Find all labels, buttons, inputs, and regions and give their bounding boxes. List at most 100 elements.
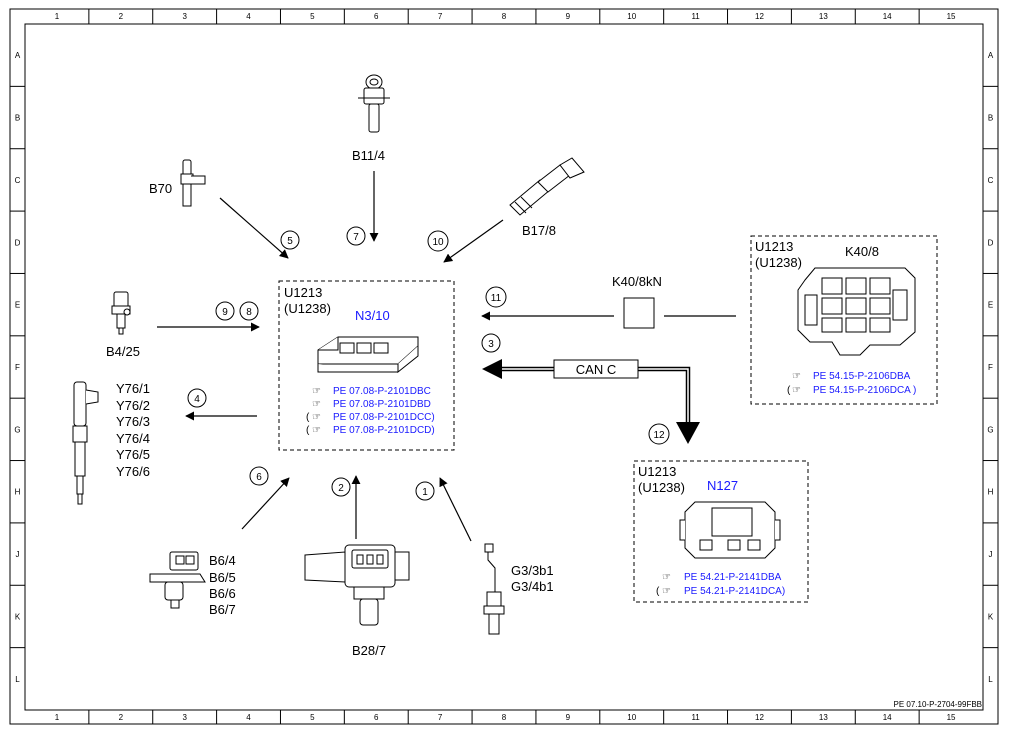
b28-7-label: B28/7 — [352, 643, 386, 658]
fusebox-code1: U1213 — [755, 239, 793, 254]
svg-text:G3/4b1: G3/4b1 — [511, 579, 554, 594]
grid-label: 14 — [883, 713, 892, 722]
grid-label: 15 — [947, 713, 956, 722]
hand-icon: ☞ — [662, 586, 671, 597]
svg-text:Y76/3: Y76/3 — [116, 414, 150, 429]
hand-icon: ☞ — [662, 572, 671, 583]
svg-text:Y76/6: Y76/6 — [116, 464, 150, 479]
grid-label: 13 — [819, 713, 828, 722]
b4-25-sensor-drawing — [111, 291, 131, 335]
callout-5: 5 — [280, 230, 300, 250]
grid-label: 3 — [182, 713, 187, 722]
grid-label: 5 — [310, 12, 315, 21]
transmission-ctrl-name: N127 — [707, 478, 738, 493]
grid-label: 1 — [55, 12, 60, 21]
grid-label: 2 — [119, 12, 124, 21]
document-code: PE 07.10-P-2704-99FBB — [894, 700, 983, 709]
grid-label: K — [15, 612, 21, 621]
callout-9: 9 — [215, 301, 235, 321]
svg-text:(: ( — [656, 586, 660, 597]
transmission-ctrl-ref[interactable]: PE 54.21-P-2141DBA — [684, 572, 782, 583]
grid-label: 4 — [246, 713, 251, 722]
hand-icon: ☞ — [792, 385, 801, 396]
svg-text:6: 6 — [256, 472, 262, 483]
callout-8: 8 — [239, 301, 259, 321]
grid-label: E — [15, 301, 20, 310]
fusebox-refs: ☞ PE 54.15-P-2106DBA ( ☞ PE 54.15-P-2106… — [787, 371, 916, 396]
svg-text:Y76/4: Y76/4 — [116, 431, 150, 446]
callout-12: 12 — [648, 423, 670, 445]
grid-label: B — [15, 114, 20, 123]
svg-text:B6/7: B6/7 — [209, 602, 236, 617]
grid-label: 1 — [55, 713, 60, 722]
fusebox-ref[interactable]: PE 54.15-P-2106DBA — [813, 371, 911, 382]
callout-2: 2 — [331, 477, 351, 497]
hand-icon: ☞ — [312, 386, 321, 397]
fusebox-drawing — [797, 267, 916, 356]
hand-icon: ☞ — [312, 425, 321, 436]
grid-ticks — [10, 9, 998, 724]
grid-label: C — [15, 176, 21, 185]
b11-4-label: B11/4 — [352, 148, 385, 163]
transmission-ctrl-ref[interactable]: PE 54.21-P-2141DCA) — [684, 586, 785, 597]
fusebox-ref[interactable]: PE 54.15-P-2106DCA ) — [813, 385, 916, 396]
fusebox-name: K40/8 — [845, 244, 879, 259]
callout-3: 3 — [481, 333, 501, 353]
grid-label: G — [14, 425, 20, 434]
grid-label: 10 — [627, 12, 636, 21]
ecu-ref[interactable]: PE 07.08-P-2101DCC) — [333, 412, 435, 423]
grid-label: 13 — [819, 12, 828, 21]
callout-10: 10 — [427, 230, 449, 252]
grid-label: 12 — [755, 713, 764, 722]
arrow-1 — [439, 477, 472, 542]
grid-label: A — [988, 51, 994, 60]
svg-text:9: 9 — [222, 307, 228, 318]
grid-label: 12 — [755, 12, 764, 21]
grid-label: L — [15, 675, 20, 684]
svg-text:(: ( — [306, 425, 310, 436]
b11-4-sensor-drawing — [358, 74, 390, 133]
ecu-ref[interactable]: PE 07.08-P-2101DBD — [333, 399, 431, 410]
grid-label: 6 — [374, 12, 379, 21]
grid-label: B — [988, 114, 993, 123]
svg-text:Y76/1: Y76/1 — [116, 381, 150, 396]
hand-icon: ☞ — [312, 399, 321, 410]
hand-icon: ☞ — [792, 371, 801, 382]
svg-text:3: 3 — [488, 339, 494, 350]
grid-label: 6 — [374, 713, 379, 722]
transmission-ctrl-box — [633, 460, 809, 603]
grid-label: 9 — [566, 713, 571, 722]
fusebox-box — [750, 235, 938, 405]
b6-sensor-drawing — [149, 551, 206, 609]
svg-text:10: 10 — [432, 237, 444, 248]
y76-labels: Y76/1 Y76/2 Y76/3 Y76/4 Y76/5 Y76/6 — [116, 381, 150, 479]
fusebox-code2: (U1238) — [755, 255, 802, 270]
grid-label: 9 — [566, 12, 571, 21]
svg-text:G3/3b1: G3/3b1 — [511, 563, 554, 578]
b70-label: B70 — [149, 181, 172, 196]
ecu-drawing — [317, 336, 419, 374]
ecu-ref[interactable]: PE 07.08-P-2101DBC — [333, 386, 431, 397]
g3-sensor-drawing — [483, 543, 505, 635]
ecu-ref[interactable]: PE 07.08-P-2101DCD) — [333, 425, 435, 436]
grid-label: D — [988, 238, 994, 247]
grid-label: L — [988, 675, 993, 684]
grid-label: 11 — [691, 12, 700, 21]
grid-labels: 1122334455667788991010111112121313141415… — [14, 12, 993, 722]
svg-text:B6/6: B6/6 — [209, 586, 236, 601]
b4-25-label: B4/25 — [106, 344, 140, 359]
grid-label: E — [988, 301, 993, 310]
svg-text:B6/5: B6/5 — [209, 570, 236, 585]
callout-7: 7 — [346, 226, 366, 246]
grid-label: 3 — [182, 12, 187, 21]
b17-8-label: B17/8 — [522, 223, 556, 238]
grid-label: F — [15, 363, 20, 372]
callouts: 1 2 3 4 5 6 7 8 9 10 11 12 — [187, 226, 670, 501]
grid-label: D — [15, 238, 21, 247]
svg-text:B6/4: B6/4 — [209, 553, 236, 568]
svg-text:Y76/5: Y76/5 — [116, 447, 150, 462]
arrow-5 — [219, 197, 289, 259]
svg-text:1: 1 — [422, 487, 428, 498]
callout-1: 1 — [415, 481, 435, 501]
